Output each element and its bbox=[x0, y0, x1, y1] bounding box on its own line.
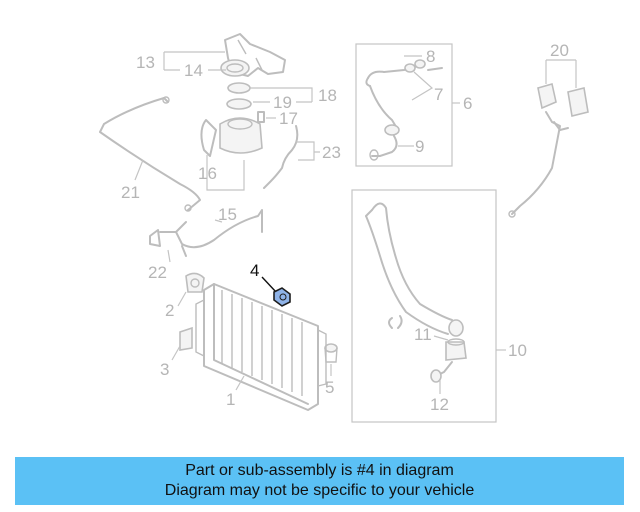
info-banner: Part or sub-assembly is #4 in diagram Di… bbox=[15, 457, 624, 505]
callout-11: 11 bbox=[414, 325, 432, 344]
detail-box-10 bbox=[351, 189, 497, 423]
pipe-assembly-20 bbox=[508, 82, 589, 218]
banner-line-1: Part or sub-assembly is #4 in diagram bbox=[185, 462, 454, 479]
callout-13: 13 bbox=[136, 53, 155, 72]
callout-10: 10 bbox=[508, 341, 527, 360]
parts-diagram: 13 14 18 19 16 17 23 21 15 22 2 bbox=[99, 33, 589, 423]
callout-5: 5 bbox=[325, 378, 334, 397]
coolant-pipe-22 bbox=[149, 209, 263, 257]
callout-14: 14 bbox=[184, 61, 203, 80]
detail-box-6 bbox=[355, 43, 453, 167]
callout-2: 2 bbox=[165, 301, 174, 320]
coolant-hose-21 bbox=[99, 96, 201, 212]
callout-21: 21 bbox=[121, 183, 140, 202]
callout-4: 4 bbox=[250, 261, 259, 280]
callout-7: 7 bbox=[434, 85, 443, 104]
callout-6: 6 bbox=[463, 94, 472, 113]
banner-line-2: Diagram may not be specific to your vehi… bbox=[164, 482, 475, 499]
expansion-tank bbox=[200, 111, 299, 189]
radiator bbox=[195, 283, 327, 411]
callout-12: 12 bbox=[430, 395, 449, 414]
callout-19: 19 bbox=[273, 93, 292, 112]
callout-18: 18 bbox=[318, 86, 337, 105]
callout-16: 16 bbox=[198, 164, 217, 183]
callout-22: 22 bbox=[148, 263, 167, 282]
callout-3: 3 bbox=[160, 360, 169, 379]
plug-5 bbox=[324, 343, 338, 363]
callout-9: 9 bbox=[415, 137, 424, 156]
callout-20: 20 bbox=[550, 41, 569, 60]
callout-15: 15 bbox=[218, 205, 237, 224]
callout-23: 23 bbox=[322, 143, 341, 162]
bracket-3 bbox=[179, 326, 193, 351]
highlighted-part-4 bbox=[261, 276, 291, 307]
callout-8: 8 bbox=[426, 47, 435, 66]
thermostat-housing bbox=[220, 33, 286, 110]
callout-17: 17 bbox=[279, 109, 298, 128]
bracket-2 bbox=[185, 272, 205, 293]
callout-1: 1 bbox=[226, 390, 235, 409]
